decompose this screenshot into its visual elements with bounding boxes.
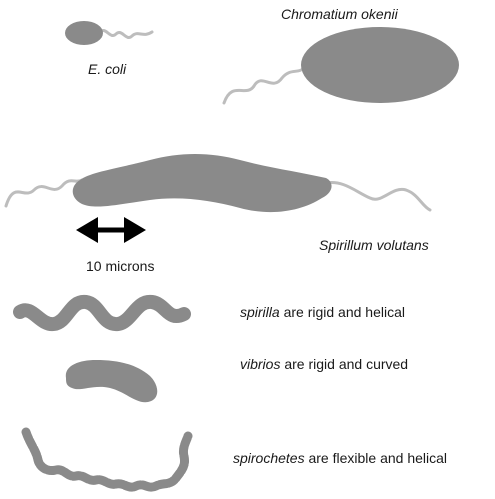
spirillum-label: Spirillum volutans: [319, 237, 429, 253]
ecoli-cell: [65, 21, 103, 45]
chromatium-label: Chromatium okenii: [281, 6, 398, 22]
ecoli-flagellum: [98, 29, 154, 39]
vibrio-cell: [65, 360, 158, 403]
scale-arrow-left-head: [76, 217, 98, 243]
vibrios-description: are rigid and curved: [280, 356, 409, 372]
spirilla-cell: [13, 295, 191, 331]
scale-arrow-right-head: [124, 217, 146, 243]
spirillum-cell: [72, 154, 332, 213]
spirilla-caption: spirilla are rigid and helical: [240, 304, 405, 320]
scale-label: 10 microns: [86, 258, 155, 274]
spirochetes-description: are flexible and helical: [304, 450, 448, 466]
spirilla-term: spirilla: [240, 304, 280, 320]
vibrios-caption: vibrios are rigid and curved: [240, 356, 408, 372]
spirochetes-caption: spirochetes are flexible and helical: [233, 450, 447, 466]
ecoli-label: E. coli: [88, 61, 127, 77]
vibrios-term: vibrios: [240, 356, 281, 372]
chromatium-cell: [301, 27, 459, 103]
chromatium-flagellum: [222, 66, 306, 105]
spirilla-description: are rigid and helical: [279, 304, 405, 320]
spirochetes-term: spirochetes: [233, 450, 305, 466]
spirillum-flagellum-right: [324, 181, 432, 212]
spirillum-flagellum-left: [4, 178, 84, 208]
spirochete-cell: [21, 427, 193, 492]
